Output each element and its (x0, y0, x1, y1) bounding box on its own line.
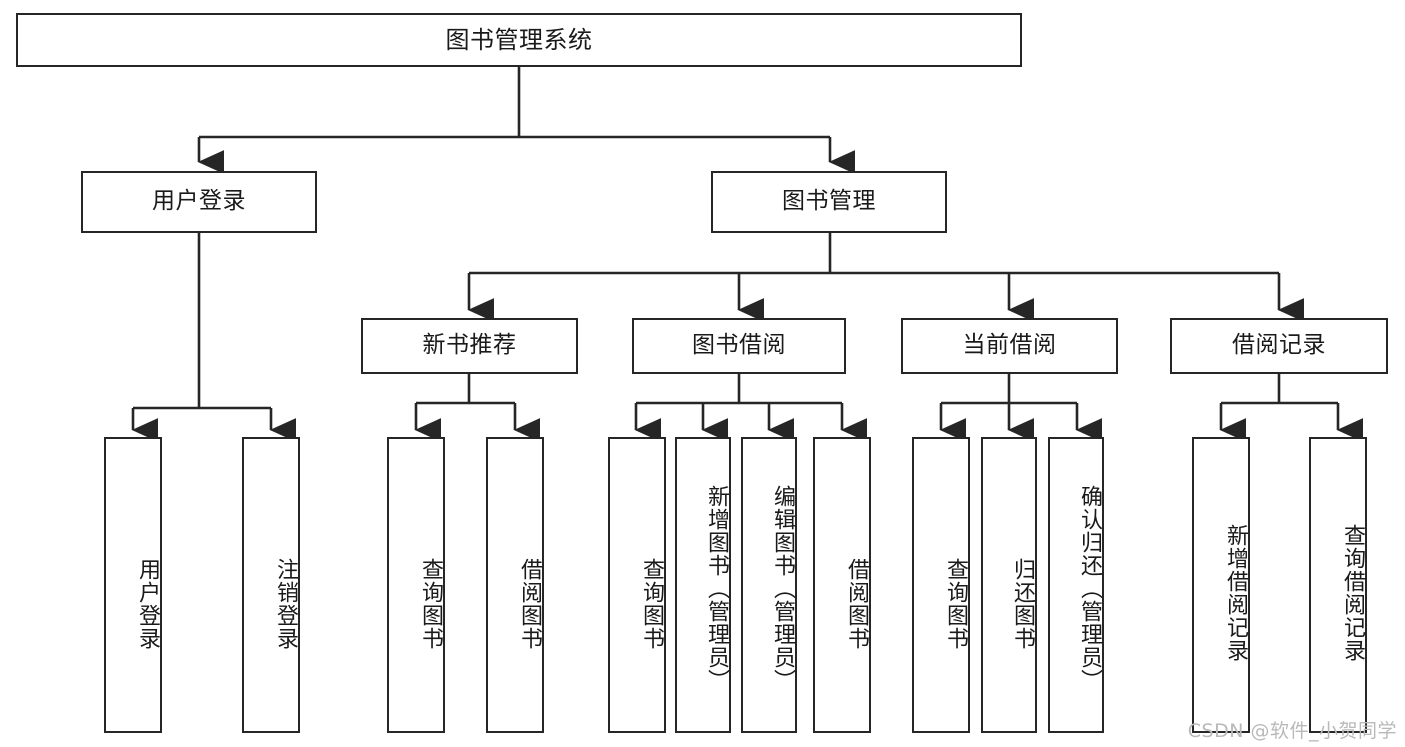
node-book-borrow[interactable]: 图书借阅 (632, 318, 846, 374)
leaf-logout[interactable]: 注销登录 (242, 437, 300, 733)
leaf-logout-label: 注销登录 (273, 558, 298, 650)
leaf-query-book-recommend-label: 查询图书 (418, 558, 443, 650)
leaf-user-login-label: 用户登录 (135, 558, 160, 650)
leaf-query-book-current-label: 查询图书 (943, 558, 968, 650)
leaf-add-book-admin-label: 新增图书（管理员） (704, 484, 729, 692)
leaf-query-book-current[interactable]: 查询图书 (912, 437, 970, 733)
node-book-management-label: 图书管理 (782, 188, 876, 215)
node-current-borrow[interactable]: 当前借阅 (901, 318, 1118, 374)
leaf-return-book[interactable]: 归还图书 (981, 437, 1037, 733)
node-root-label: 图书管理系统 (445, 25, 593, 54)
node-root[interactable]: 图书管理系统 (16, 13, 1022, 67)
leaf-borrow-book-label: 借阅图书 (844, 558, 869, 650)
leaf-return-book-label: 归还图书 (1010, 558, 1035, 650)
watermark: CSDN @软件_小贺同学 (1187, 720, 1397, 742)
node-borrow-records-label: 借阅记录 (1232, 332, 1326, 359)
leaf-add-borrow-record-label: 新增借阅记录 (1223, 524, 1248, 662)
leaf-query-borrow-record-label: 查询借阅记录 (1340, 524, 1365, 662)
leaf-edit-book-admin[interactable]: 编辑图书（管理员） (741, 437, 797, 733)
node-new-book-recommend[interactable]: 新书推荐 (361, 318, 578, 374)
node-book-borrow-label: 图书借阅 (692, 332, 786, 359)
leaf-borrow-book-recommend[interactable]: 借阅图书 (486, 437, 544, 733)
leaf-confirm-return-admin-label: 确认归还（管理员） (1077, 484, 1102, 692)
node-new-book-recommend-label: 新书推荐 (422, 332, 517, 359)
leaf-user-login[interactable]: 用户登录 (104, 437, 162, 733)
node-user-login-label: 用户登录 (152, 188, 246, 215)
node-borrow-records[interactable]: 借阅记录 (1170, 318, 1388, 374)
leaf-confirm-return-admin[interactable]: 确认归还（管理员） (1048, 437, 1104, 733)
leaf-borrow-book-recommend-label: 借阅图书 (517, 558, 542, 650)
leaf-add-borrow-record[interactable]: 新增借阅记录 (1192, 437, 1250, 733)
node-current-borrow-label: 当前借阅 (962, 332, 1057, 359)
leaf-add-book-admin[interactable]: 新增图书（管理员） (675, 437, 731, 733)
leaf-query-book-recommend[interactable]: 查询图书 (387, 437, 445, 733)
node-user-login[interactable]: 用户登录 (81, 171, 317, 233)
leaf-query-book-borrow-label: 查询图书 (639, 558, 664, 650)
leaf-query-book-borrow[interactable]: 查询图书 (608, 437, 666, 733)
node-book-management[interactable]: 图书管理 (711, 171, 947, 233)
leaf-borrow-book[interactable]: 借阅图书 (813, 437, 871, 733)
leaf-query-borrow-record[interactable]: 查询借阅记录 (1309, 437, 1367, 733)
leaf-edit-book-admin-label: 编辑图书（管理员） (770, 484, 795, 692)
